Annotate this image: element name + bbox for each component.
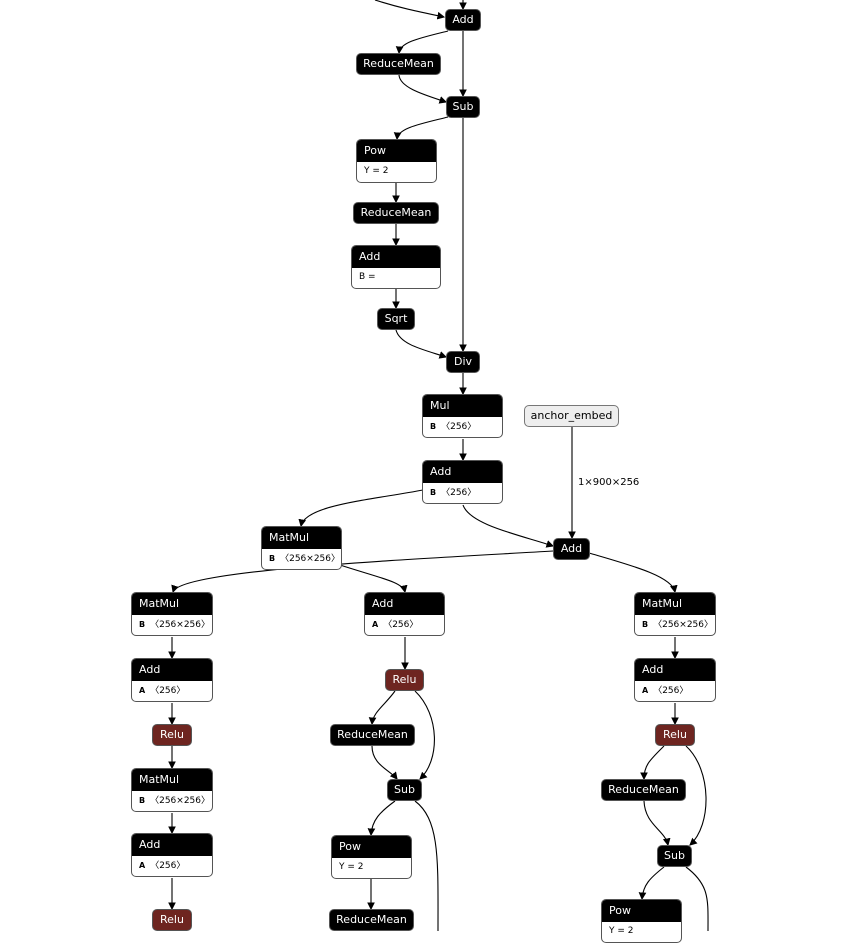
attr-name: A: [642, 686, 649, 695]
node-attribute: B 〈256×256〉: [132, 615, 212, 635]
attr-value: 〈256〉: [653, 686, 689, 696]
node-title: MatMul: [262, 527, 341, 549]
node-reducemean[interactable]: ReduceMean: [356, 53, 441, 75]
node-title: Pow: [602, 900, 681, 922]
node-pow[interactable]: Pow Y = 2: [331, 835, 412, 879]
attr-value: 〈256〉: [150, 686, 186, 696]
node-attribute: A 〈256〉: [635, 681, 715, 701]
node-attribute: B 〈256×256〉: [262, 549, 341, 569]
node-title: MatMul: [132, 593, 212, 615]
node-title: Pow: [357, 140, 436, 162]
node-add[interactable]: Add B = 0.00000999…: [351, 245, 441, 289]
node-add[interactable]: Add: [445, 9, 481, 31]
node-sub[interactable]: Sub: [446, 96, 480, 118]
attr-value: 〈256〉: [441, 488, 477, 498]
attr-name: B: [139, 796, 146, 805]
node-attribute: A 〈256〉: [365, 615, 444, 635]
node-attribute: B 〈256×256〉: [635, 615, 715, 635]
node-title: Add: [423, 461, 502, 483]
node-title: Add: [132, 659, 212, 681]
node-attribute: B 〈256〉: [423, 483, 502, 503]
node-input-anchor-embed[interactable]: anchor_embed: [524, 405, 619, 427]
node-title: Pow: [332, 836, 411, 858]
node-attribute: Y = 2: [609, 926, 634, 936]
node-pow[interactable]: Pow Y = 2: [601, 899, 682, 943]
attr-name: B: [430, 488, 437, 497]
node-relu[interactable]: Relu: [385, 669, 424, 691]
attr-name: B: [642, 620, 649, 629]
node-title: Add: [352, 246, 440, 268]
attr-name: A: [139, 686, 146, 695]
node-attribute: Y = 2: [364, 166, 389, 176]
node-sqrt[interactable]: Sqrt: [377, 308, 415, 330]
node-attribute: A 〈256〉: [132, 681, 212, 701]
attr-value: 〈256×256〉: [150, 620, 211, 630]
node-add[interactable]: Add: [553, 538, 590, 560]
node-div[interactable]: Div: [446, 351, 480, 373]
attr-value: 〈256×256〉: [653, 620, 714, 630]
node-relu[interactable]: Relu: [152, 724, 192, 746]
attr-value: 〈256×256〉: [280, 554, 341, 564]
attr-name: B: [430, 422, 437, 431]
attr-name: A: [372, 620, 379, 629]
attr-name: B: [269, 554, 276, 563]
edge-label-anchor-embed-shape: 1×900×256: [578, 477, 640, 488]
node-title: MatMul: [132, 769, 212, 791]
node-title: Add: [132, 834, 212, 856]
node-sub[interactable]: Sub: [657, 845, 692, 867]
node-attribute: B 〈256〉: [423, 417, 502, 437]
node-title: Add: [635, 659, 715, 681]
attr-value: 〈256〉: [441, 422, 477, 432]
node-reducemean[interactable]: ReduceMean: [353, 202, 439, 224]
node-title: Mul: [423, 395, 502, 417]
attr-value: 〈256〉: [150, 861, 186, 871]
attr-value: 〈256×256〉: [150, 796, 211, 806]
node-pow[interactable]: Pow Y = 2: [356, 139, 437, 183]
node-title: MatMul: [635, 593, 715, 615]
node-relu[interactable]: Relu: [655, 724, 695, 746]
attr-value: 〈256〉: [383, 620, 419, 630]
node-attribute: B = 0.00000999…: [359, 272, 376, 282]
node-attribute: B 〈256×256〉: [132, 791, 212, 811]
node-reducemean[interactable]: ReduceMean: [330, 724, 415, 746]
node-attribute: Y = 2: [339, 862, 364, 872]
node-reducemean[interactable]: ReduceMean: [329, 909, 414, 931]
attr-name: A: [139, 861, 146, 870]
attr-name: B: [139, 620, 146, 629]
node-reducemean[interactable]: ReduceMean: [601, 779, 686, 801]
node-sub[interactable]: Sub: [387, 779, 422, 801]
node-relu[interactable]: Relu: [152, 909, 192, 931]
node-title: Add: [365, 593, 444, 615]
node-attribute: A 〈256〉: [132, 856, 212, 876]
